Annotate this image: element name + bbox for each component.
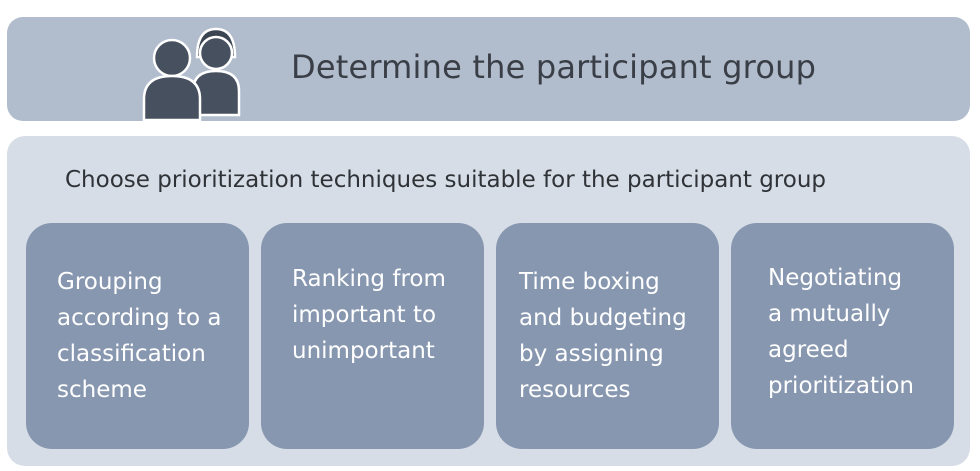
banner-title: Determine the participant group xyxy=(291,48,817,86)
technique-card-grouping: Grouping according to a classification s… xyxy=(26,223,249,449)
header-banner: Determine the participant group xyxy=(7,17,970,122)
technique-card-negotiating: Negotiating a mutually agreed prioritiza… xyxy=(731,223,954,449)
technique-card-ranking: Ranking from important to unimportant xyxy=(261,223,484,449)
people-group-icon xyxy=(135,21,251,122)
technique-card-time-boxing: Time boxing and budgeting by assigning r… xyxy=(496,223,719,449)
panel-title: Choose prioritization techniques suitabl… xyxy=(65,167,827,193)
techniques-panel: Choose prioritization techniques suitabl… xyxy=(7,136,970,466)
card-label: Negotiating a mutually agreed prioritiza… xyxy=(768,265,914,399)
card-label: Ranking from important to unimportant xyxy=(292,266,446,364)
card-label: Grouping according to a classification s… xyxy=(57,269,222,403)
card-label: Time boxing and budgeting by assigning r… xyxy=(519,269,687,403)
